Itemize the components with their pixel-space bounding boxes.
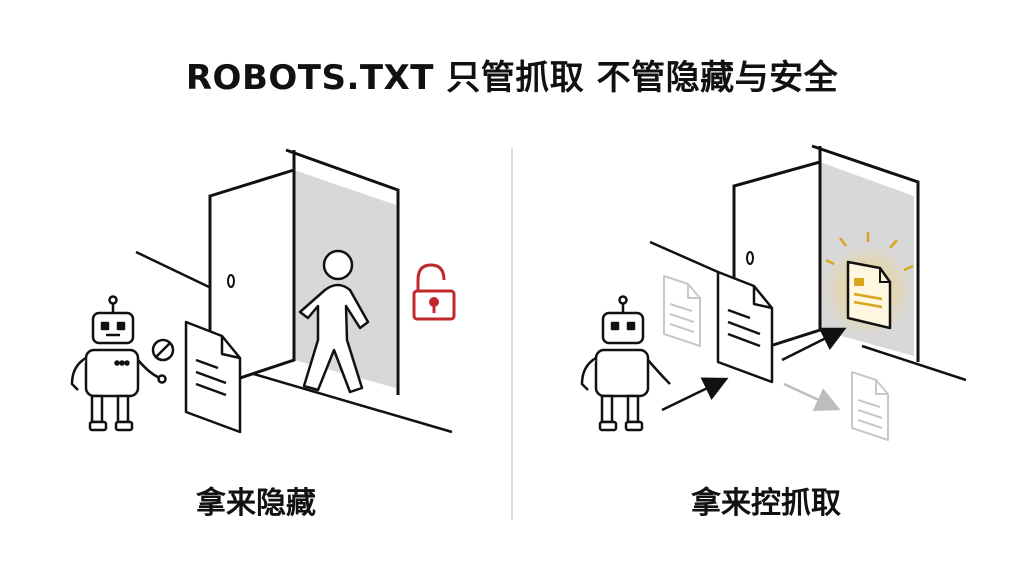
faded-document-icon bbox=[663, 275, 701, 347]
floor-line-right bbox=[861, 344, 967, 382]
glowing-document-icon bbox=[822, 232, 914, 336]
page-title: ROBOTS.TXT 只管抓取 不管隐藏与安全 bbox=[185, 58, 839, 98]
left-panel-scene bbox=[70, 148, 456, 434]
document-icon bbox=[716, 270, 774, 384]
unlocked-padlock-icon bbox=[412, 263, 456, 321]
no-entry-icon bbox=[151, 338, 175, 362]
right-panel-caption: 拿来控抓取 bbox=[691, 486, 841, 521]
robot-icon bbox=[70, 295, 167, 432]
faded-document-icon bbox=[851, 371, 889, 441]
arrow-icon bbox=[661, 377, 729, 412]
right-panel-scene bbox=[580, 144, 967, 441]
arrow-icon bbox=[781, 327, 847, 362]
floor-line bbox=[239, 368, 453, 434]
wall-line-right bbox=[649, 240, 719, 274]
left-panel-caption: 拿来隐藏 bbox=[196, 486, 316, 521]
document-icon bbox=[184, 320, 242, 434]
walking-person-icon bbox=[298, 249, 370, 394]
arrow-icon bbox=[783, 382, 841, 411]
robot-icon bbox=[580, 295, 671, 432]
